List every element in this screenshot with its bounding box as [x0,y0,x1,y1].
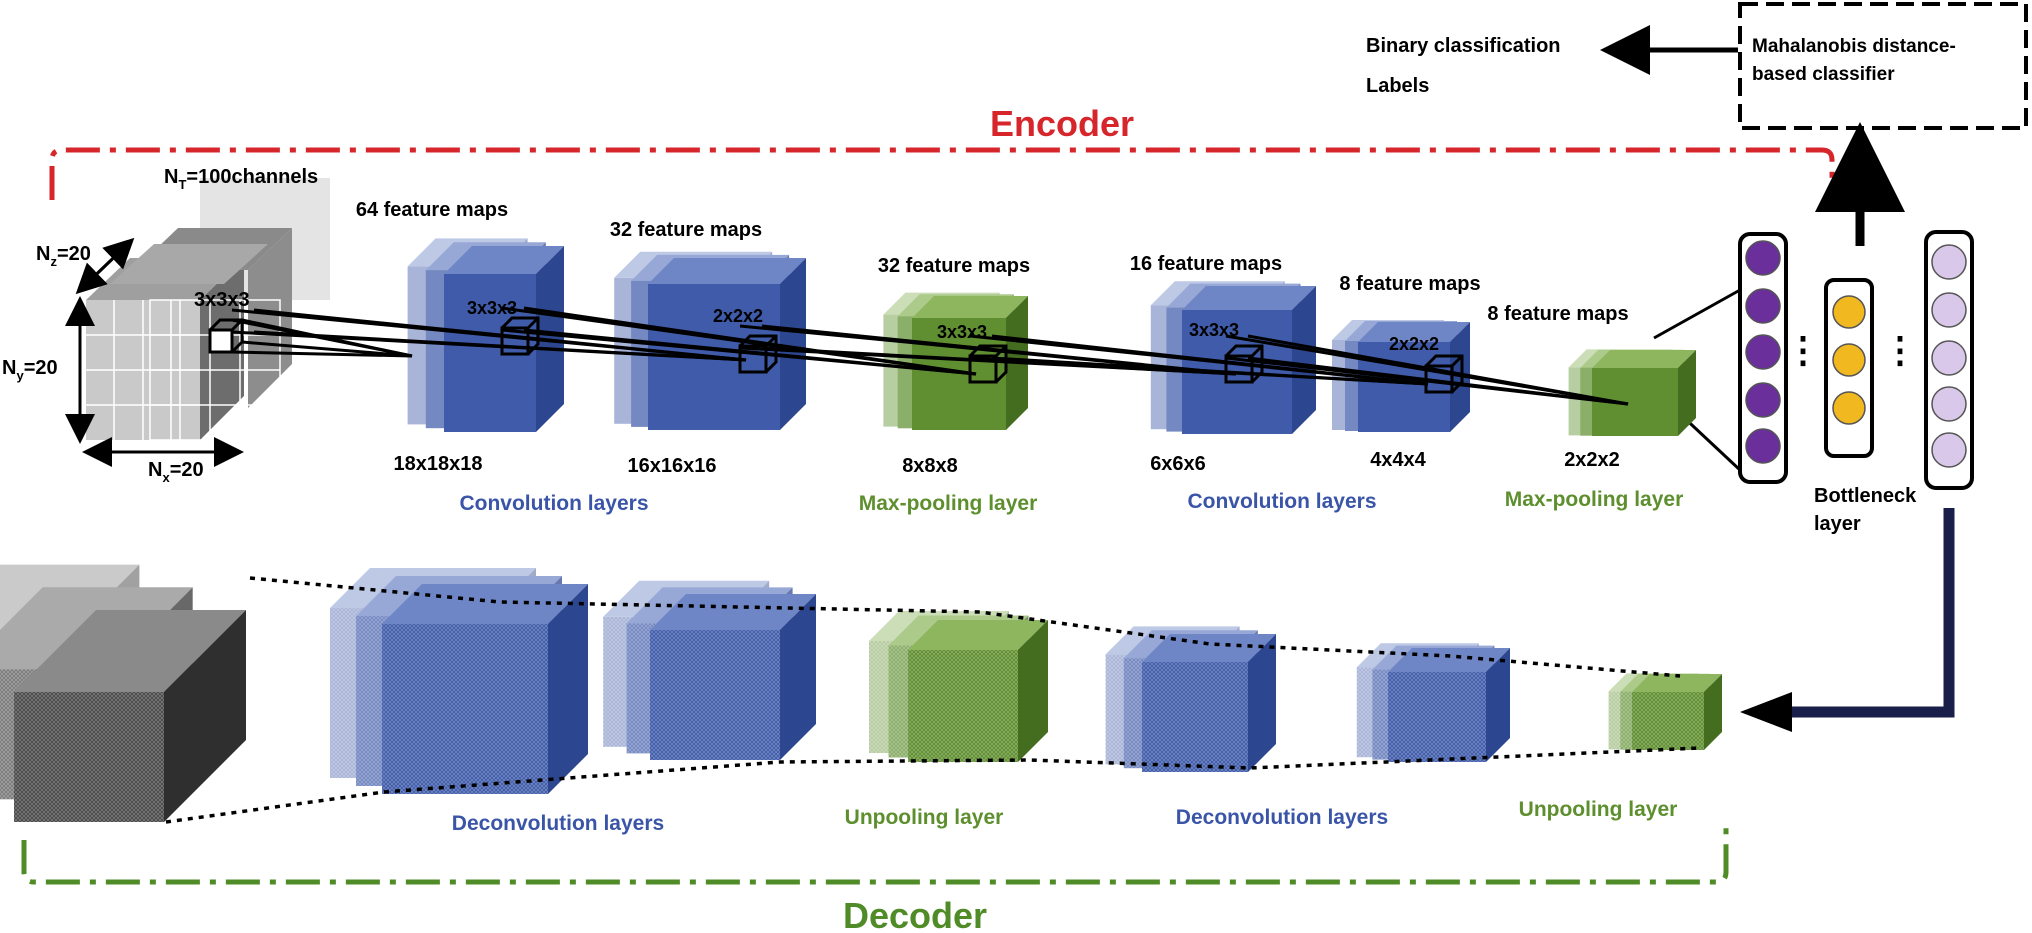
encoder-layer-1 [407,238,564,432]
kernel-size-label: 2x2x2 [713,306,763,326]
input-nx-label: Nx=20 [148,459,204,485]
neuron [1745,240,1781,276]
decoder-feedback-path [1780,508,1955,718]
bottleneck-nodes [1832,295,1866,425]
decoder-layer-5 [1105,626,1276,772]
layer-size-label: 2x2x2 [1564,449,1620,471]
neuron [1745,334,1781,370]
decoder-layer-7 [1608,673,1722,750]
decoder-layer-3 [603,580,816,760]
decoder-input-nodes [1931,244,1967,468]
kernel-size-label: 2x2x2 [1389,334,1439,354]
neuron [1745,288,1781,324]
kernel-size-label: 3x3x3 [937,322,987,342]
input-kernel-label: 3x3x3 [194,289,250,311]
output-label-1: Binary classification [1366,35,1561,57]
encoder-group-label: Max-pooling layer [1505,488,1684,511]
input-nz-label: Nz=20 [36,243,91,269]
decoder-feedback-arrowhead [1740,692,1792,732]
decoder-layer-1 [0,564,246,822]
neuron [1832,343,1866,377]
feature-maps-label: 32 feature maps [878,255,1030,277]
neuron [1832,391,1866,425]
neuron-dots-2: ⋮ [1882,329,1918,370]
encoder-output-nodes [1745,240,1781,464]
layer-size-label: 6x6x6 [1150,453,1206,475]
decoder-frame [21,828,1729,885]
classifier-label-2: based classifier [1752,64,1895,85]
classifier-label-1: Mahalanobis distance- [1752,36,1956,57]
feature-maps-label: 32 feature maps [610,219,762,241]
kernel-size-label: 3x3x3 [467,298,517,318]
decoder-layer-4 [869,611,1048,762]
decoder-group-label: Deconvolution layers [1176,806,1388,829]
encoder-title: Encoder [990,103,1134,144]
decoder-layer-6 [1356,643,1510,762]
encoder-layer-4 [1150,281,1316,434]
kernel-projection-0 [231,318,413,358]
connector-line [1653,288,1741,340]
kernel-size-label: 3x3x3 [1189,320,1239,340]
bottleneck-label-2: layer [1814,513,1861,535]
neuron-dots-1: ⋮ [1785,329,1821,370]
input-volume [65,178,330,467]
kernel-projection-2 [501,306,977,376]
feature-maps-label: 16 feature maps [1130,253,1282,275]
input-ny-label: Ny=20 [2,357,58,383]
layer-size-label: 18x18x18 [394,453,483,475]
encoder-group-label: Max-pooling layer [859,492,1038,515]
neuron [1931,244,1967,280]
encoder-group-label: Convolution layers [459,492,648,515]
neuron [1832,295,1866,329]
layer-size-label: 4x4x4 [1370,449,1426,471]
input-channels-label: NT=100channels [164,166,318,192]
decoder-group-label: Unpooling layer [1519,798,1678,821]
encoder-layer-6 [1568,349,1696,436]
decoder-group-label: Unpooling layer [845,806,1004,829]
bottleneck-label-1: Bottleneck [1814,485,1917,507]
feature-maps-label: 8 feature maps [1339,273,1480,295]
layer-size-label: 16x16x16 [628,455,717,477]
kernel-projection-4 [969,334,1429,386]
decoder-title: Decoder [843,895,987,933]
neuron [1931,292,1967,328]
classifier-box [1738,2,2028,130]
decoder-layer-2 [330,568,588,794]
neuron [1931,386,1967,422]
layer-size-label: 8x8x8 [902,455,958,477]
neuron [1931,432,1967,468]
output-label-2: Labels [1366,75,1429,97]
neuron [1745,428,1781,464]
decoder-group-label: Deconvolution layers [452,812,664,835]
encoder-group-label: Convolution layers [1187,490,1376,513]
decoder-envelope [165,576,1701,824]
kernel-projection-5 [1225,334,1629,406]
neuron [1931,340,1967,376]
feature-maps-label: 64 feature maps [356,199,508,221]
neuron [1745,382,1781,418]
feature-maps-label: 8 feature maps [1487,303,1628,325]
